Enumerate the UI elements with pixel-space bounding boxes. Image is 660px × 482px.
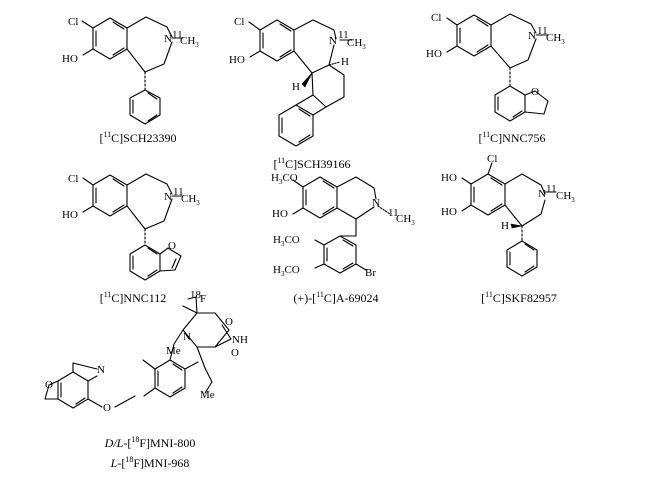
structure-sch39166: Cl HO N 11 CH3 H H [229,16,366,147]
atom-n: N [164,33,172,45]
atom-h: H [341,56,349,68]
caption-nnc112: [11C]NNC112 [99,290,167,306]
atom-cl: Cl [68,173,78,185]
atom-ho: HO [229,54,245,66]
structure-skf82957: Cl HO HO N 11 CH3 H [441,153,575,277]
caption-skf82957: [11C]SKF82957 [481,290,557,306]
atom-o: O [103,402,111,414]
atom-o: O [45,379,53,391]
atom-o: O [225,316,233,328]
atom-n: N [329,35,337,47]
atom-cl: Cl [487,153,497,165]
atom-h3co: H3CO [273,234,300,248]
atom-br: Br [365,267,376,279]
atom-h: H [501,220,509,232]
atom-ch3: CH3 [396,213,415,227]
atom-cl: Cl [431,12,441,24]
atom-cl: Cl [234,16,244,28]
atom-nh: NH [232,334,248,346]
atom-n: N [528,30,536,42]
caption-mni800: D/L-[18F]MNI-800 [104,435,196,451]
atom-n: N [164,191,172,203]
atom-isotope-11: 11 [338,29,349,41]
atom-ho: HO [272,208,288,220]
atom-h3co: H3CO [273,264,300,278]
atom-h3co: H3CO [271,172,298,186]
atom-isotope-11: 11 [388,207,399,219]
caption-sch39166: [11C]SCH39166 [273,156,351,172]
caption-sch23390: [11C]SCH23390 [99,130,177,146]
structure-nnc112: Cl HO N 11 CH3 O [62,173,200,281]
structure-sch23390: Cl HO N 11 CH3 [62,16,199,125]
atom-ho: HO [441,206,457,218]
atom-n: N [538,188,546,200]
atom-me: Me [166,345,181,357]
atom-isotope-11: 11 [546,183,557,195]
atom-cl: Cl [68,16,78,28]
caption-mni968: L-[18F]MNI-968 [110,455,190,471]
structure-mni800: 18 F N Me O NH O Me N O O [44,289,248,414]
atom-isotope-18: 18 [190,289,202,301]
atom-me: Me [200,389,215,401]
caption-nnc756: [11C]NNC756 [478,130,546,146]
atom-ho: HO [62,53,78,65]
atom-ch3: CH3 [181,193,200,207]
atom-n: N [372,197,380,209]
atom-o: O [531,86,539,98]
atom-o: O [168,240,176,252]
atom-o: O [231,347,239,359]
atom-ho: HO [62,209,78,221]
atom-isotope-11: 11 [537,25,548,37]
structure-nnc756: Cl HO N 11 CH3 O [426,12,565,122]
caption-a69024: (+)-[11C]A-69024 [293,290,379,306]
atom-ho: HO [426,48,442,60]
atom-ho: HO [441,172,457,184]
atom-f: F [200,293,206,305]
atom-n: N [97,364,105,376]
atom-ch3: CH3 [556,190,575,204]
atom-h: H [292,81,300,93]
atom-ch3: CH3 [180,35,199,49]
atom-isotope-11: 11 [172,29,183,41]
structure-a69024: H3CO HO N 11 CH3 H3CO H3CO Br [271,172,415,279]
atom-isotope-11: 11 [173,186,184,198]
atom-ch3: CH3 [347,37,366,51]
atom-ch3: CH3 [546,32,565,46]
atom-n: N [183,331,191,343]
